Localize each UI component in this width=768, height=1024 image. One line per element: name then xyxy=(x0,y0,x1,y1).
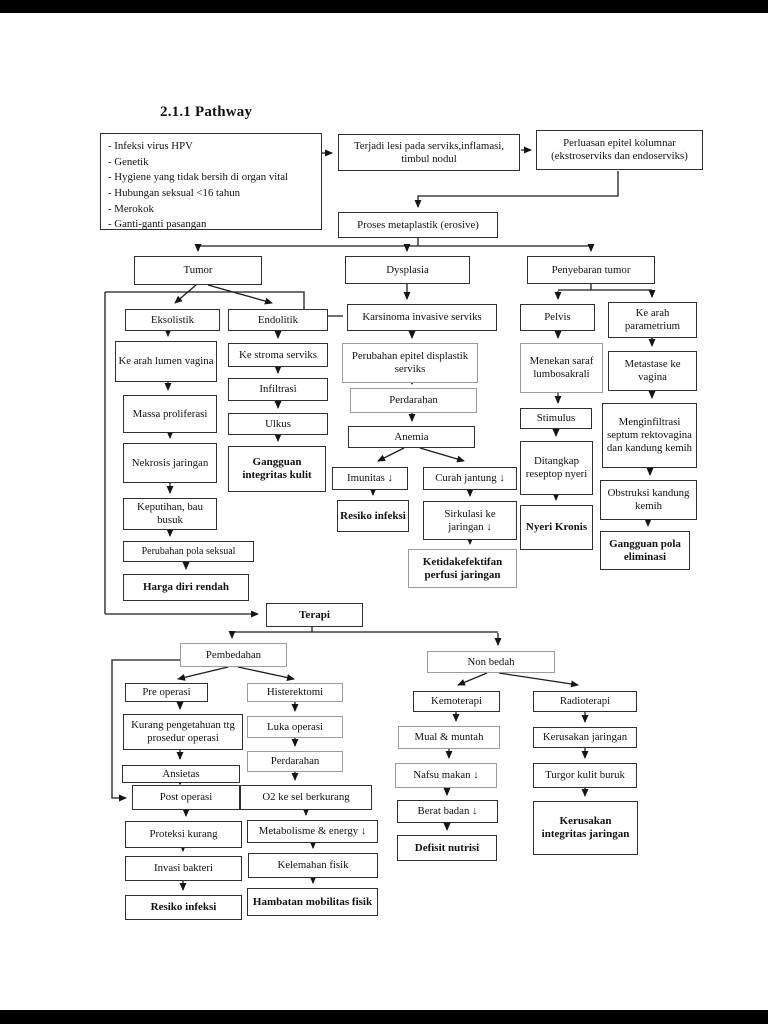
node-ditangkap-reseptop: Ditangkap reseptop nyeri xyxy=(520,441,593,495)
node-curah-jantung-turun: Curah jantung ↓ xyxy=(423,467,517,490)
node-anemia: Anemia xyxy=(348,426,475,448)
letterbox-bottom xyxy=(0,1010,768,1024)
node-stimulus: Stimulus xyxy=(520,408,592,429)
node-endolitik: Endolitik xyxy=(228,309,328,331)
node-sirkulasi-ke-jaringan: Sirkulasi ke jaringan ↓ xyxy=(423,501,517,540)
node-ketidakefektifan-perfusi: Ketidakefektifan perfusi jaringan xyxy=(408,549,517,588)
node-perdarahan-post: Perdarahan xyxy=(247,751,343,772)
node-hambatan-mobilitas: Hambatan mobilitas fisik xyxy=(247,888,378,916)
node-ke-arah-lumen-vagina: Ke arah lumen vagina xyxy=(115,341,217,382)
node-invasi-bakteri: Invasi bakteri xyxy=(125,856,242,881)
node-ansietas: Ansietas xyxy=(122,765,240,783)
node-eksolistik: Eksolistik xyxy=(125,309,220,331)
node-o2-ke-sel-berkurang: O2 ke sel berkurang xyxy=(240,785,372,810)
node-kerusakan-integritas: Kerusakan integritas jaringan xyxy=(533,801,638,855)
node-perdarahan-mid: Perdarahan xyxy=(350,388,477,413)
node-nekrosis-jaringan: Nekrosis jaringan xyxy=(123,443,217,483)
node-kelemahan-fisik: Kelemahan fisik xyxy=(248,853,378,878)
node-infiltrasi: Infiltrasi xyxy=(228,378,328,401)
node-lesi-serviks: Terjadi lesi pada serviks,inflamasi, tim… xyxy=(338,134,520,171)
node-perubahan-pola-seksual: Perubahan pola seksual xyxy=(123,541,254,562)
node-risk-factors: - Infeksi virus HPV - Genetik - Hygiene … xyxy=(100,133,322,230)
node-kurang-pengetahuan: Kurang pengetahuan ttg prosedur operasi xyxy=(123,714,243,750)
node-metabolisme-energy: Metabolisme & energy ↓ xyxy=(247,820,378,843)
node-obstruksi-kandung-kemih: Obstruksi kandung kemih xyxy=(600,480,697,520)
node-histerektomi: Histerektomi xyxy=(247,683,343,702)
letterbox-top xyxy=(0,0,768,13)
node-kemoterapi: Kemoterapi xyxy=(413,691,500,712)
node-penyebaran-tumor: Penyebaran tumor xyxy=(527,256,655,284)
node-dysplasia: Dysplasia xyxy=(345,256,470,284)
node-pembedahan: Pembedahan xyxy=(180,643,287,667)
node-karsinoma-invasive: Karsinoma invasive serviks xyxy=(347,304,497,331)
node-imunitas-turun: Imunitas ↓ xyxy=(332,467,408,490)
node-menekan-saraf: Menekan saraf lumbosakrali xyxy=(520,343,603,393)
node-resiko-infeksi-post: Resiko infeksi xyxy=(125,895,242,920)
node-perluasan-epitel: Perluasan epitel kolumnar (ekstroserviks… xyxy=(536,130,703,170)
node-kerusakan-jaringan: Kerusakan jaringan xyxy=(533,727,637,748)
node-nafsu-makan-turun: Nafsu makan ↓ xyxy=(395,763,497,788)
node-pre-operasi: Pre operasi xyxy=(125,683,208,702)
node-radioterapi: Radioterapi xyxy=(533,691,637,712)
node-ulkus: Ulkus xyxy=(228,413,328,435)
node-turgor-kulit-buruk: Turgor kulit buruk xyxy=(533,763,637,788)
node-gangguan-pola-eliminasi: Gangguan pola eliminasi xyxy=(600,531,690,570)
node-non-bedah: Non bedah xyxy=(427,651,555,673)
node-tumor: Tumor xyxy=(134,256,262,285)
node-metastase-vagina: Metastase ke vagina xyxy=(608,351,697,391)
node-pelvis: Pelvis xyxy=(520,304,595,331)
node-resiko-infeksi-mid: Resiko infeksi xyxy=(337,500,409,532)
node-proteksi-kurang: Proteksi kurang xyxy=(125,821,242,848)
node-gangguan-integritas-kulit: Gangguan integritas kulit xyxy=(228,446,326,492)
node-proses-metaplastik: Proses metaplastik (erosive) xyxy=(338,212,498,238)
node-keputihan: Keputihan, bau busuk xyxy=(123,498,217,530)
node-menginfiltrasi-septum: Menginfiltrasi septum rektovagina dan ka… xyxy=(602,403,697,468)
node-luka-operasi: Luka operasi xyxy=(247,716,343,738)
node-terapi: Terapi xyxy=(266,603,363,627)
node-massa-proliferasi: Massa proliferasi xyxy=(123,395,217,433)
page-title: 2.1.1 Pathway xyxy=(160,104,253,120)
node-perubahan-epitel: Perubahan epitel displastik serviks xyxy=(342,343,478,383)
node-ke-arah-parametrium: Ke arah parametrium xyxy=(608,302,697,338)
node-ke-stroma-serviks: Ke stroma serviks xyxy=(228,343,328,367)
node-nyeri-kronis: Nyeri Kronis xyxy=(520,505,593,550)
node-berat-badan-turun: Berat badan ↓ xyxy=(397,800,498,823)
node-post-operasi: Post operasi xyxy=(132,785,240,810)
node-harga-diri-rendah: Harga diri rendah xyxy=(123,574,249,601)
node-defisit-nutrisi: Defisit nutrisi xyxy=(397,835,497,861)
node-mual-muntah: Mual & muntah xyxy=(398,726,500,749)
